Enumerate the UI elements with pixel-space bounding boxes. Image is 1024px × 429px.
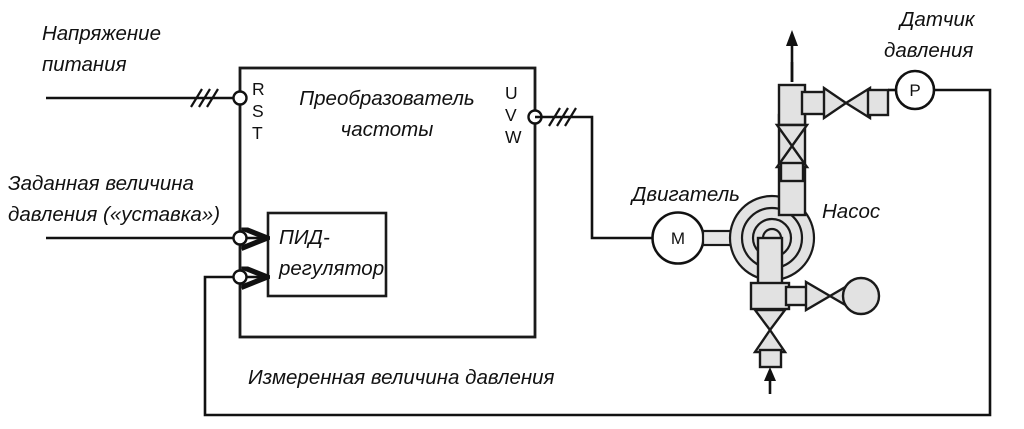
setpoint-label-line2: давления («уставка») — [8, 203, 220, 226]
sensor-valve-icon — [822, 85, 872, 121]
riser-flange — [779, 161, 805, 183]
pid-label-line1: ПИД- — [279, 226, 330, 249]
terminal-dot-feedback — [232, 269, 248, 285]
pressure-sensor-label-line2: давления — [884, 39, 973, 62]
three-phase-hash-icon-output — [548, 107, 577, 127]
terminal-label-s: S — [252, 101, 264, 121]
bottom-tee-block — [749, 281, 791, 311]
sensor-valve-flange — [866, 88, 890, 117]
expansion-tank — [841, 276, 881, 316]
motor-supply-wire — [535, 107, 653, 240]
three-phase-hash-icon — [190, 88, 219, 108]
supply-voltage-wire — [46, 88, 240, 108]
pressure-sensor: P — [894, 69, 936, 111]
terminal-label-w: W — [505, 127, 522, 147]
supply-voltage-label-line1: Напряжение — [42, 22, 161, 45]
bottom-tee-branch — [784, 285, 810, 307]
discharge-tee-branch — [800, 90, 828, 116]
setpoint-label-line1: Заданная величина — [8, 172, 194, 195]
flow-arrow-up-icon — [786, 30, 798, 82]
riser-check-valve-icon — [774, 123, 810, 169]
supply-voltage-label-line2: питания — [42, 53, 127, 76]
terminal-label-r: R — [252, 79, 265, 99]
motor: M — [651, 211, 705, 265]
motor-label: Двигатель — [630, 183, 740, 206]
terminal-label-v: V — [505, 105, 517, 125]
terminal-label-u: U — [505, 83, 518, 103]
vfd-label-line1: Преобразователь — [299, 87, 474, 110]
pressure-symbol-label: P — [909, 81, 920, 100]
pid-label-line2: регулятор — [278, 257, 384, 280]
motor-symbol-label: M — [671, 229, 685, 248]
flow-arrow-in-icon — [764, 367, 776, 394]
pid-controller-box — [266, 211, 388, 298]
pump-label: Насос — [822, 200, 881, 223]
inlet-flange — [758, 348, 783, 369]
pressure-sensor-label-line1: Датчик — [898, 8, 976, 31]
discharge-pipe-top — [777, 83, 807, 127]
feedback-wire — [203, 88, 992, 417]
terminal-dot-input-power — [232, 90, 248, 106]
terminal-dot-setpoint — [232, 230, 248, 246]
terminal-label-t: T — [252, 123, 263, 143]
vfd-label-line2: частоты — [341, 118, 434, 141]
feedback-label: Измеренная величина давления — [248, 366, 555, 389]
inlet-valve-icon — [752, 308, 788, 354]
